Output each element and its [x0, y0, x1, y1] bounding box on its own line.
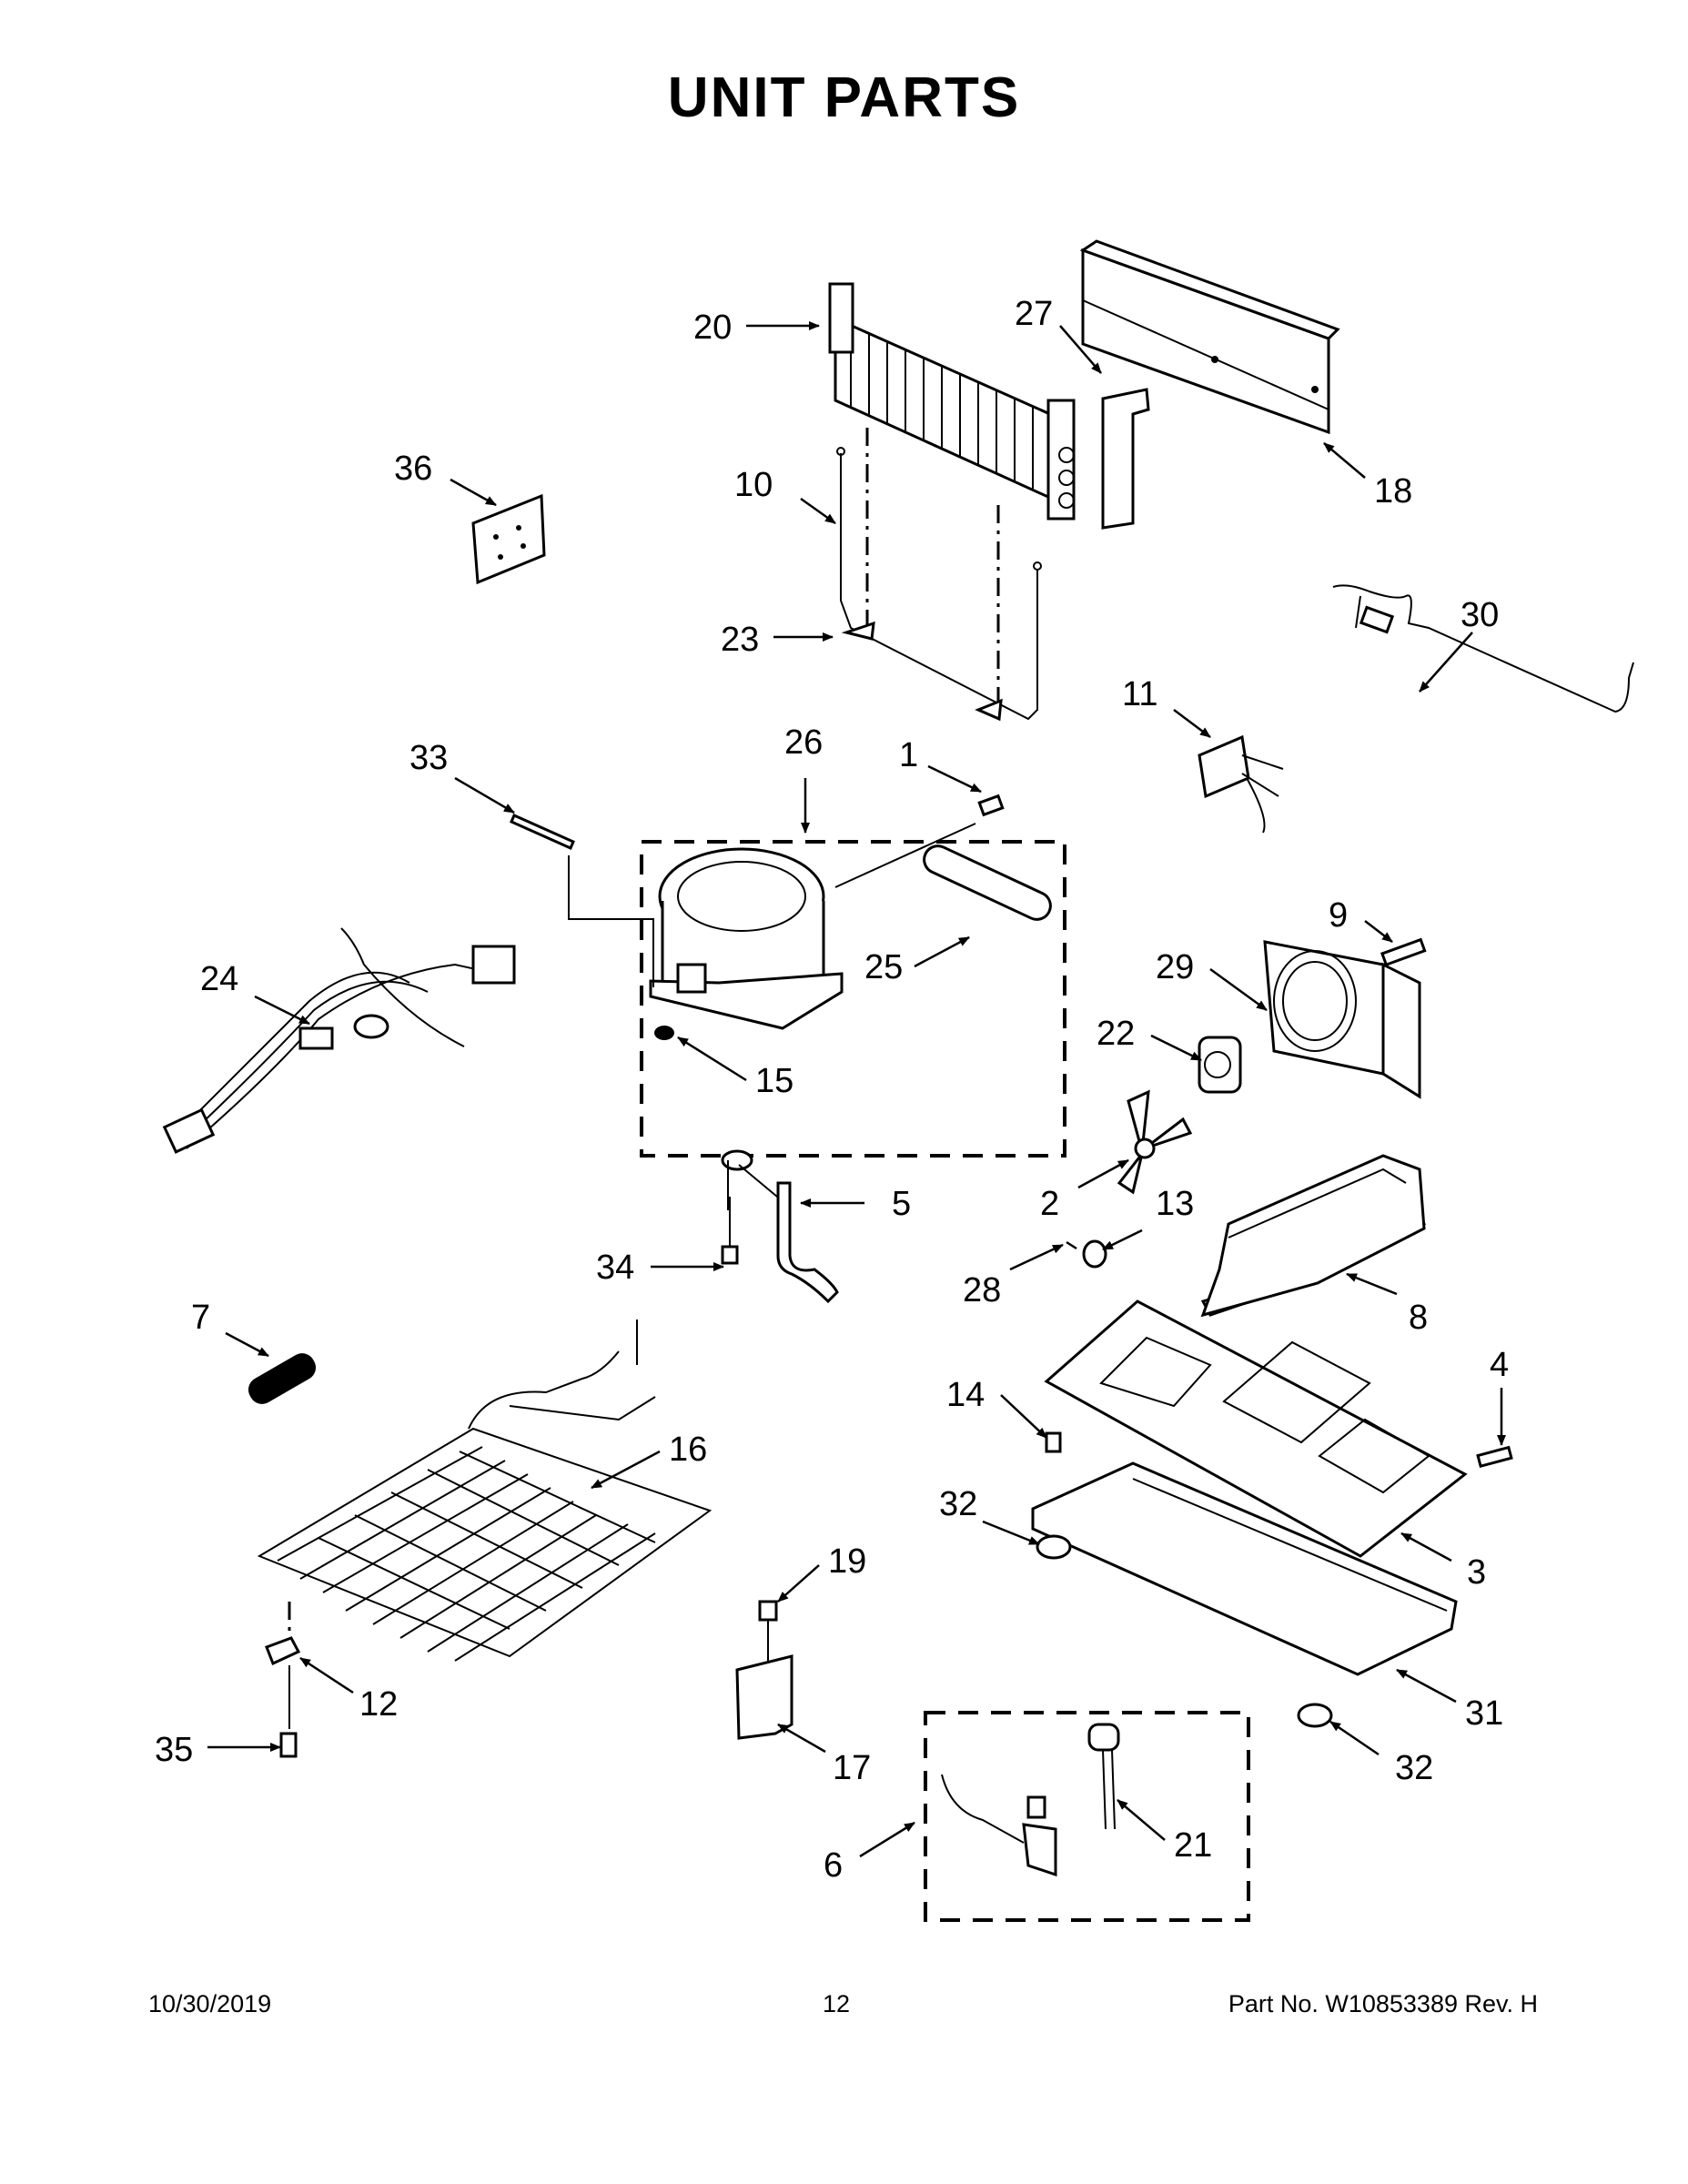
- callout-28: 28: [963, 1271, 1001, 1309]
- sensor-bracket-part: [941, 1774, 1057, 1877]
- callout-24: 24: [200, 960, 238, 998]
- thermistor-kit-dashed-box: [924, 1711, 1250, 1922]
- cover-part: [1079, 239, 1340, 435]
- callout-31: 31: [1465, 1694, 1503, 1733]
- callout-20: 20: [693, 308, 732, 347]
- callout-34: 34: [596, 1249, 634, 1287]
- callout-30: 30: [1461, 596, 1499, 634]
- fan-shroud-part: [1263, 940, 1421, 1099]
- bracket-17-part: [735, 1654, 793, 1740]
- callout-32-upper: 32: [939, 1485, 977, 1523]
- callout-labels: 20 27 18 36 10 30 23 11 33 26 1 9 24 25 …: [155, 295, 1509, 1885]
- callout-25: 25: [864, 948, 903, 986]
- callout-6: 6: [824, 1846, 843, 1885]
- callout-1: 1: [899, 736, 918, 774]
- callout-27: 27: [1015, 295, 1053, 333]
- callout-19: 19: [828, 1542, 866, 1581]
- fan-blade-part: [1117, 1089, 1193, 1195]
- thermistor-part: [1087, 1723, 1120, 1830]
- footer-part-number: Part No. W10853389 Rev. H: [1228, 1990, 1538, 2017]
- callout-17: 17: [833, 1749, 871, 1787]
- bracket-part: [1101, 388, 1150, 530]
- compressor-part: [649, 823, 976, 1030]
- screw-35-part: [279, 1732, 298, 1758]
- page-title: UNIT PARTS: [667, 66, 1021, 129]
- callout-18: 18: [1374, 472, 1412, 511]
- drain-pan-part: [1200, 1154, 1426, 1318]
- clip-part: [1066, 1240, 1077, 1250]
- base-plate-part: [1044, 1299, 1468, 1558]
- leader-lines: [207, 321, 1506, 1858]
- callout-33: 33: [409, 739, 448, 777]
- callout-4: 4: [1490, 1346, 1509, 1384]
- callout-14: 14: [946, 1376, 985, 1414]
- sleeve-part: [248, 1353, 317, 1404]
- control-board-part: [471, 493, 546, 585]
- callout-5: 5: [892, 1185, 911, 1223]
- callout-22: 22: [1097, 1015, 1135, 1053]
- drier-part: [923, 844, 1052, 921]
- callout-12: 12: [359, 1685, 398, 1724]
- tubing-assembly-part: [1332, 584, 1634, 713]
- footer-date: 10/30/2019: [148, 1990, 272, 2017]
- nut-part: [1082, 1239, 1107, 1269]
- wire-harness-part: [162, 927, 516, 1154]
- relay-part: [1198, 734, 1284, 834]
- callout-35: 35: [155, 1731, 193, 1769]
- callout-26: 26: [784, 723, 823, 762]
- callout-21: 21: [1174, 1826, 1212, 1865]
- callout-32-lower: 32: [1395, 1749, 1433, 1787]
- drain-tube-assembly-part: [721, 1149, 839, 1304]
- callout-23: 23: [721, 621, 759, 659]
- screw-14-part: [1045, 1431, 1062, 1453]
- callout-3: 3: [1467, 1553, 1486, 1592]
- callout-7: 7: [191, 1299, 210, 1337]
- heater-part: [1031, 1461, 1458, 1676]
- bracket-clip-part: [265, 1636, 301, 1666]
- grommet-part: [654, 1026, 674, 1040]
- callout-16: 16: [669, 1431, 707, 1469]
- callout-15: 15: [755, 1062, 793, 1100]
- callout-36: 36: [394, 450, 432, 488]
- compressor-kit-dashed-box: [640, 840, 1066, 1158]
- strap-part: [510, 814, 654, 987]
- callout-13: 13: [1156, 1185, 1194, 1223]
- bolt-4-part: [1476, 1445, 1513, 1469]
- leveling-foot-lower-part: [1297, 1703, 1333, 1728]
- footer-page-number: 12: [823, 1990, 851, 2017]
- callout-11: 11: [1122, 675, 1157, 713]
- drain-tube-part: [836, 447, 1042, 722]
- callout-8: 8: [1409, 1299, 1428, 1337]
- condenser-part: [828, 282, 1076, 521]
- evaporator-coil-part: [257, 1320, 713, 1662]
- pin-part: [977, 794, 1005, 817]
- screw-34-part: [721, 1197, 739, 1265]
- callout-2: 2: [1040, 1185, 1059, 1223]
- callout-29: 29: [1156, 948, 1194, 986]
- leveling-foot-upper-part: [1036, 1534, 1072, 1560]
- callout-9: 9: [1329, 896, 1348, 935]
- shoulder-bolt-part: [1380, 937, 1427, 967]
- callout-10: 10: [734, 466, 773, 504]
- fan-motor-part: [1198, 1036, 1242, 1094]
